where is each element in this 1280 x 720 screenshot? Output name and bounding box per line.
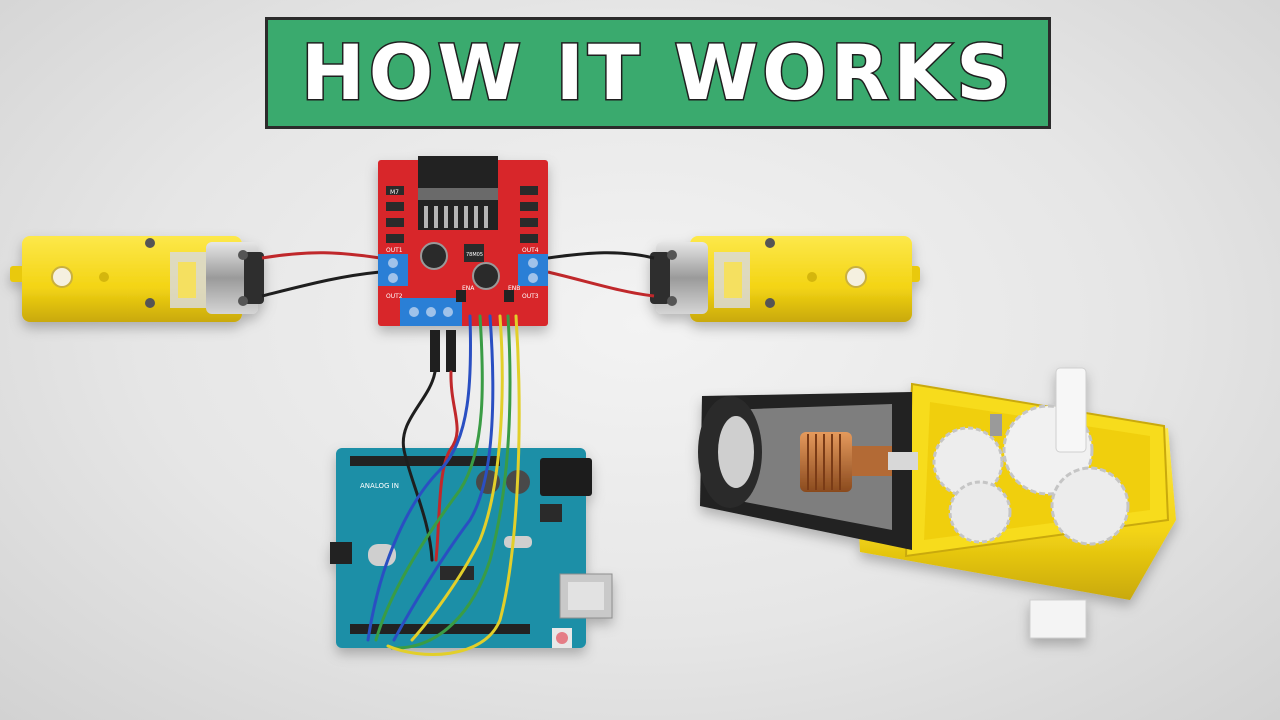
motor-wires: [261, 251, 655, 298]
out1-label: OUT1: [386, 247, 403, 254]
diode-label: M7: [390, 189, 399, 196]
right-motor: [650, 236, 920, 322]
jumper-wires: [366, 314, 521, 656]
left-motor: [10, 236, 264, 322]
enb-label: ENB: [508, 285, 520, 292]
out3-label: OUT3: [522, 293, 539, 300]
out2-label: OUT2: [386, 293, 403, 300]
regulator-label: 78M05: [466, 252, 483, 258]
ena-label: ENA: [462, 285, 475, 292]
page-title: HOW IT WORKS: [300, 28, 1015, 117]
motor-driver-board: M7 78M05 OUT1 OUT2 OUT3 OUT4 ENA ENB: [378, 156, 548, 326]
title-banner: HOW IT WORKS: [265, 17, 1051, 129]
arduino-board: ANALOG IN: [330, 448, 613, 648]
gearmotor-cutaway: [698, 367, 1176, 639]
analog-in-label: ANALOG IN: [360, 482, 399, 490]
out4-label: OUT4: [522, 247, 539, 254]
